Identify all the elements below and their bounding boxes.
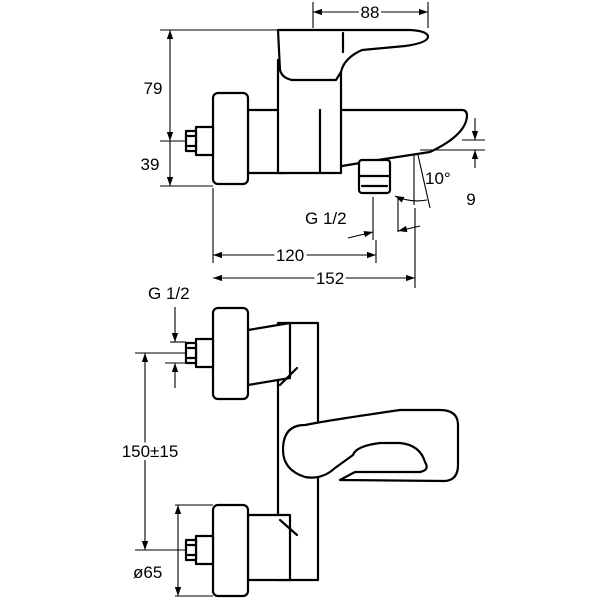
lever-handle xyxy=(276,28,430,82)
rosette-lower xyxy=(211,503,250,598)
dim-9-label: 9 xyxy=(466,190,475,209)
dim-65-label: ø65 xyxy=(133,563,162,582)
rosette xyxy=(211,91,250,186)
rosette-upper xyxy=(211,306,250,401)
dim-120 xyxy=(212,188,377,263)
dim-spout-thread-label: G 1/2 xyxy=(305,209,347,228)
dim-spout-thread xyxy=(347,197,421,240)
dim-152-label: 152 xyxy=(316,269,344,288)
inlet-thread-lower xyxy=(184,538,198,562)
inlet-nut-lower xyxy=(194,534,215,566)
dim-angle-label: 10° xyxy=(425,169,451,188)
dim-88-label: 88 xyxy=(361,3,380,22)
top-view xyxy=(184,306,460,598)
dim-79-39 xyxy=(160,29,278,187)
dim-79-label: 79 xyxy=(144,79,163,98)
inlet-nut-upper xyxy=(194,337,215,369)
dim-150-label: 150±15 xyxy=(122,442,179,461)
dim-120-label: 120 xyxy=(276,246,304,265)
dim-88 xyxy=(312,2,429,28)
dim-65 xyxy=(174,504,213,597)
inlet-thread-upper xyxy=(184,341,198,365)
dim-9 xyxy=(420,118,485,168)
dim-inlet-thread xyxy=(165,307,186,388)
dim-inlet-thread-label: G 1/2 xyxy=(148,284,190,303)
lever-top xyxy=(281,408,460,483)
inlet-nut xyxy=(194,125,215,157)
inlet-thread xyxy=(184,129,198,153)
dim-39-label: 39 xyxy=(141,155,160,174)
side-view xyxy=(184,28,469,195)
dim-152 xyxy=(213,208,416,288)
